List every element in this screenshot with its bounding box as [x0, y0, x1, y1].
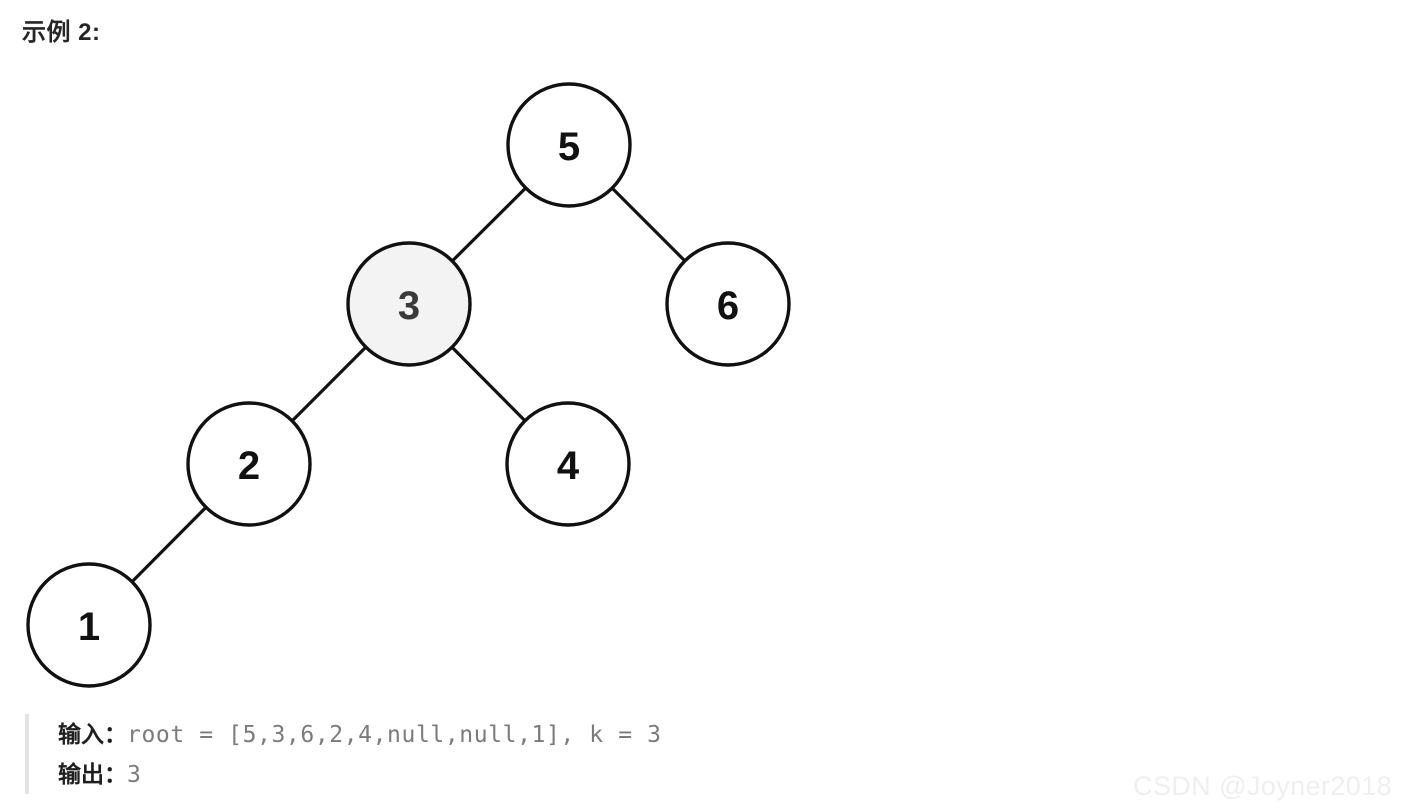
tree-node-circle-4	[505, 401, 631, 527]
output-value: 3	[127, 762, 142, 788]
tree-node-label-4: 4	[557, 444, 580, 488]
tree-node-label-1: 1	[78, 605, 100, 649]
tree-node-2: 2	[186, 401, 312, 527]
tree-edge-n5-n6	[609, 185, 688, 264]
tree-node-circle-2	[186, 401, 312, 527]
tree-edge-n3-n2	[289, 344, 369, 424]
binary-tree-diagram: 5 3 6 2 4 1	[0, 60, 900, 700]
tree-edge-n2-n1	[129, 504, 209, 585]
tree-node-4: 4	[505, 401, 631, 527]
tree-node-label-6: 6	[717, 284, 739, 328]
tree-node-label-5: 5	[558, 125, 580, 169]
tree-node-label-2: 2	[238, 444, 260, 488]
tree-node-3: 3	[346, 241, 472, 367]
tree-node-circle-6	[665, 241, 791, 367]
tree-node-1: 1	[26, 562, 152, 688]
csdn-watermark: CSDN @Joyner2018	[1133, 771, 1392, 801]
output-label: 输出：	[58, 761, 127, 787]
tree-svg-canvas: 5 3 6 2 4 1	[26, 82, 791, 688]
tree-edge-n5-n3	[449, 185, 529, 264]
tree-node-group: 5 3 6 2 4 1	[26, 82, 791, 688]
tree-node-label-3: 3	[398, 284, 420, 328]
io-blockquote: 输入：root = [5,3,6,2,4,null,null,1], k = 3…	[25, 714, 1025, 794]
tree-node-circle-3	[346, 241, 472, 367]
input-label: 输入：	[58, 721, 127, 747]
tree-edge-n3-n4	[449, 344, 528, 424]
input-value: root = [5,3,6,2,4,null,null,1], k = 3	[127, 722, 662, 748]
tree-edge-group	[129, 185, 688, 585]
tree-node-6: 6	[665, 241, 791, 367]
output-line: 输出：3	[58, 754, 1025, 794]
input-line: 输入：root = [5,3,6,2,4,null,null,1], k = 3	[58, 714, 1025, 754]
tree-node-5: 5	[506, 82, 632, 208]
tree-node-circle-5	[506, 82, 632, 208]
page-title: 示例 2:	[22, 19, 101, 46]
tree-node-circle-1	[26, 562, 152, 688]
